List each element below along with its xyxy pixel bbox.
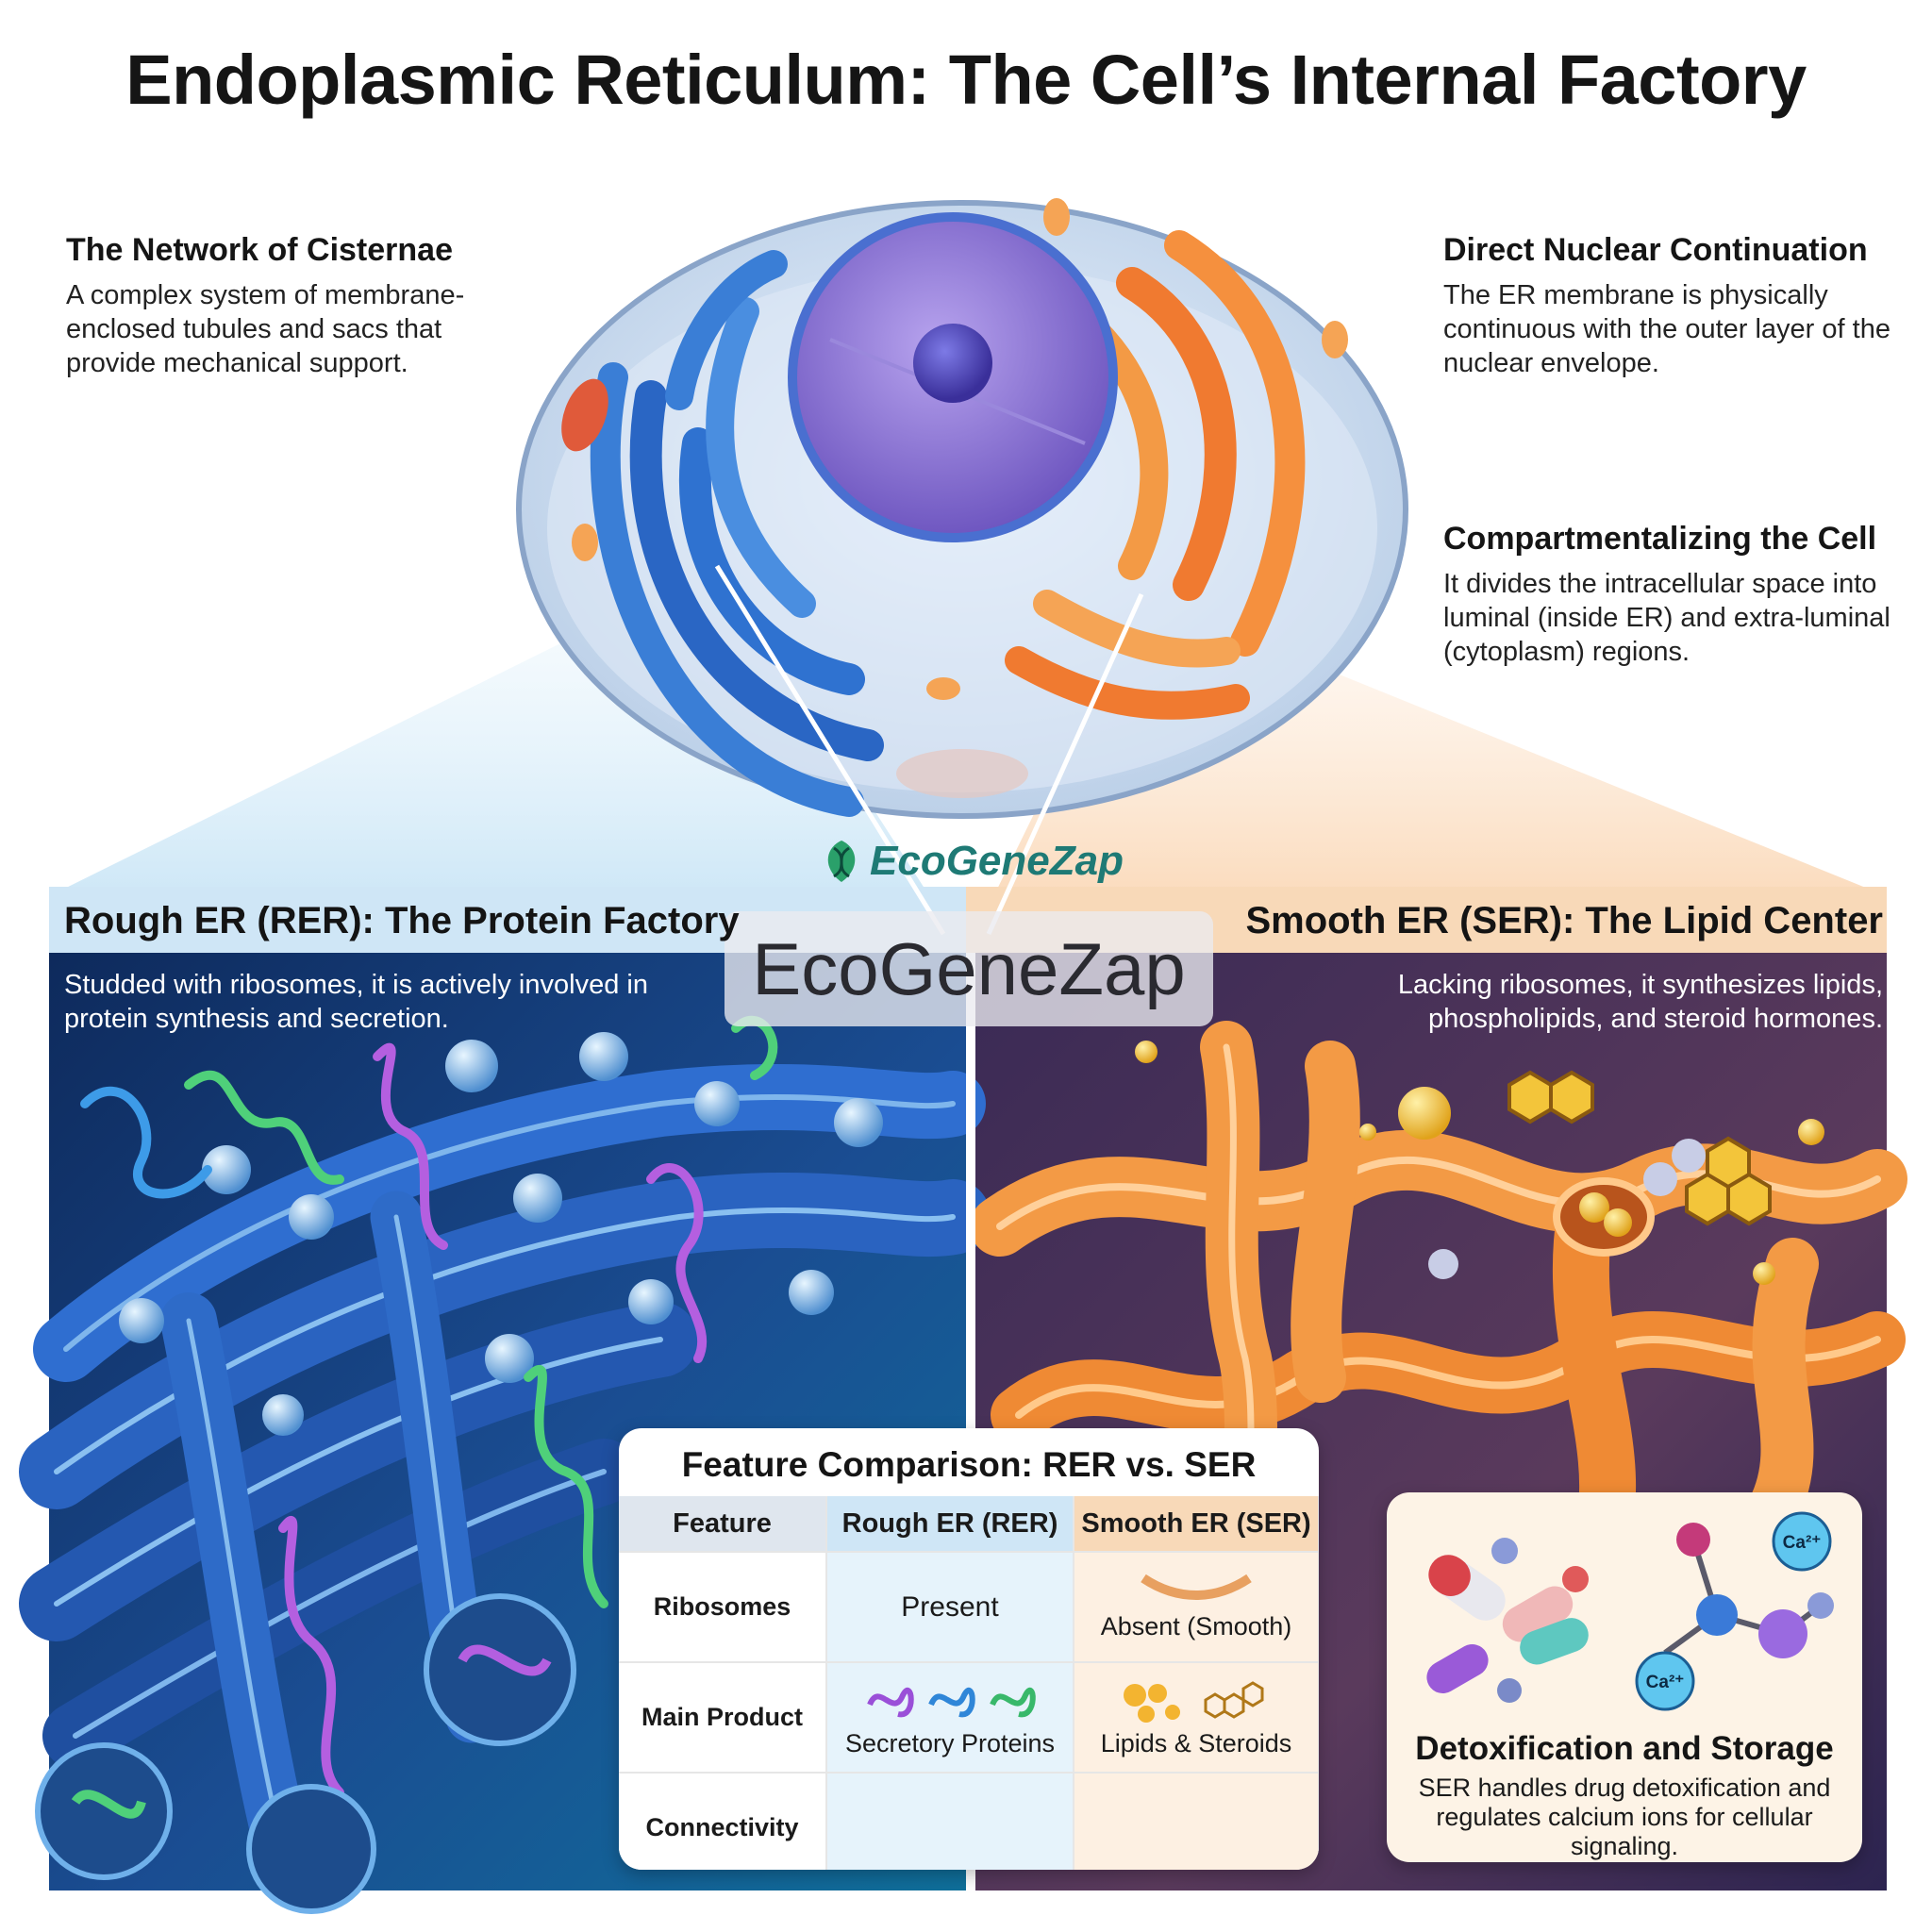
zoom-lines bbox=[714, 564, 1144, 936]
table-row: Connectivity bbox=[619, 1772, 1319, 1870]
protein-chains bbox=[80, 1016, 778, 1797]
row-feature-label: Connectivity bbox=[619, 1772, 827, 1870]
callout-nuclear-heading: Direct Nuclear Continuation bbox=[1443, 232, 1868, 268]
comparison-card: Feature Comparison: RER vs. SER Feature … bbox=[619, 1428, 1319, 1870]
row-rer-value bbox=[826, 1772, 1074, 1870]
rer-cisternae bbox=[19, 1063, 991, 1877]
row-feature-label: Ribosomes bbox=[619, 1551, 827, 1662]
callout-compartment-heading: Compartmentalizing the Cell bbox=[1443, 521, 1877, 557]
ser-panel-title: Smooth ER (SER): The Lipid Center bbox=[1245, 900, 1883, 941]
row-feature-label: Main Product bbox=[619, 1661, 827, 1773]
cell-rer bbox=[590, 250, 884, 817]
brand-logo: EcoGeneZap bbox=[821, 838, 1124, 885]
detox-illustration: Ca²⁺ Ca²⁺ bbox=[1426, 1511, 1834, 1711]
table-header-row: Feature Rough ER (RER) Smooth ER (SER) bbox=[619, 1496, 1319, 1552]
table-row: Ribosomes Present Absent (Smooth) bbox=[619, 1551, 1319, 1662]
row-rer-value: Secretory Proteins bbox=[844, 1729, 1056, 1757]
calcium-ion-label-1: Ca²⁺ bbox=[1783, 1533, 1822, 1553]
calcium-ion-label-2: Ca²⁺ bbox=[1646, 1673, 1685, 1692]
detox-card: Ca²⁺ Ca²⁺ Detoxification and Storage SER… bbox=[1387, 1492, 1862, 1862]
page-title: Endoplasmic Reticulum: The Cell’s Intern… bbox=[125, 41, 1807, 119]
callout-network-heading: The Network of Cisternae bbox=[66, 232, 453, 268]
callout-network: The Network of Cisternae A complex syste… bbox=[66, 232, 509, 380]
watermark-box: EcoGeneZap bbox=[724, 911, 1213, 1026]
mitochondrion bbox=[561, 378, 608, 452]
row-ser-value: Lipids & Steroids bbox=[1100, 1729, 1292, 1757]
header-ser: Smooth ER (SER) bbox=[1074, 1496, 1319, 1552]
header-rer: Rough ER (RER) bbox=[826, 1496, 1074, 1552]
callout-compartment-text: It divides the intracellular space into … bbox=[1443, 569, 1890, 667]
detox-description: SER handles drug detoxification and regu… bbox=[1418, 1774, 1831, 1860]
transport-vesicles bbox=[35, 1593, 576, 1914]
ribosome-dots bbox=[119, 1032, 883, 1436]
cell-cutaway bbox=[516, 198, 1408, 819]
comparison-title: Feature Comparison: RER vs. SER bbox=[681, 1445, 1257, 1484]
rer-panel-description: Studded with ribosomes, it is actively i… bbox=[64, 970, 648, 1034]
table-row: Main Product Secretory Proteins bbox=[619, 1661, 1319, 1773]
row-rer-value: Present bbox=[901, 1591, 999, 1623]
smooth-membrane-icon bbox=[1141, 1574, 1252, 1600]
calcium-ion-icon: Ca²⁺ Ca²⁺ bbox=[1635, 1511, 1832, 1711]
row-ser-value: Absent (Smooth) bbox=[1100, 1612, 1292, 1641]
comparison-table: Feature Rough ER (RER) Smooth ER (SER) R… bbox=[619, 1496, 1319, 1870]
callout-nuclear-text: The ER membrane is physically continuous… bbox=[1443, 280, 1890, 378]
capsule-icon bbox=[1426, 1538, 1589, 1703]
protein-coil-icon bbox=[867, 1687, 1036, 1718]
ser-panel-description: Lacking ribosomes, it synthesizes lipids… bbox=[1397, 970, 1883, 1034]
brand-logo-text: EcoGeneZap bbox=[870, 838, 1124, 884]
lipid-droplets bbox=[1135, 1041, 1824, 1285]
dna-leaf-logo-icon bbox=[827, 841, 856, 882]
cell-ser bbox=[1005, 230, 1306, 720]
rer-panel-title: Rough ER (RER): The Protein Factory bbox=[64, 900, 740, 941]
header-feature: Feature bbox=[619, 1496, 827, 1552]
detox-title: Detoxification and Storage bbox=[1415, 1730, 1834, 1767]
lipid-droplet-icon bbox=[1124, 1681, 1264, 1723]
callout-nuclear: Direct Nuclear Continuation The ER membr… bbox=[1443, 232, 1896, 380]
steroid-ring-icon bbox=[1507, 1070, 1772, 1226]
callout-network-text: A complex system of membrane-enclosed tu… bbox=[66, 280, 465, 378]
callout-compartment: Compartmentalizing the Cell It divides t… bbox=[1443, 521, 1906, 669]
row-ser-value bbox=[1074, 1772, 1319, 1870]
nucleolus bbox=[913, 324, 992, 403]
